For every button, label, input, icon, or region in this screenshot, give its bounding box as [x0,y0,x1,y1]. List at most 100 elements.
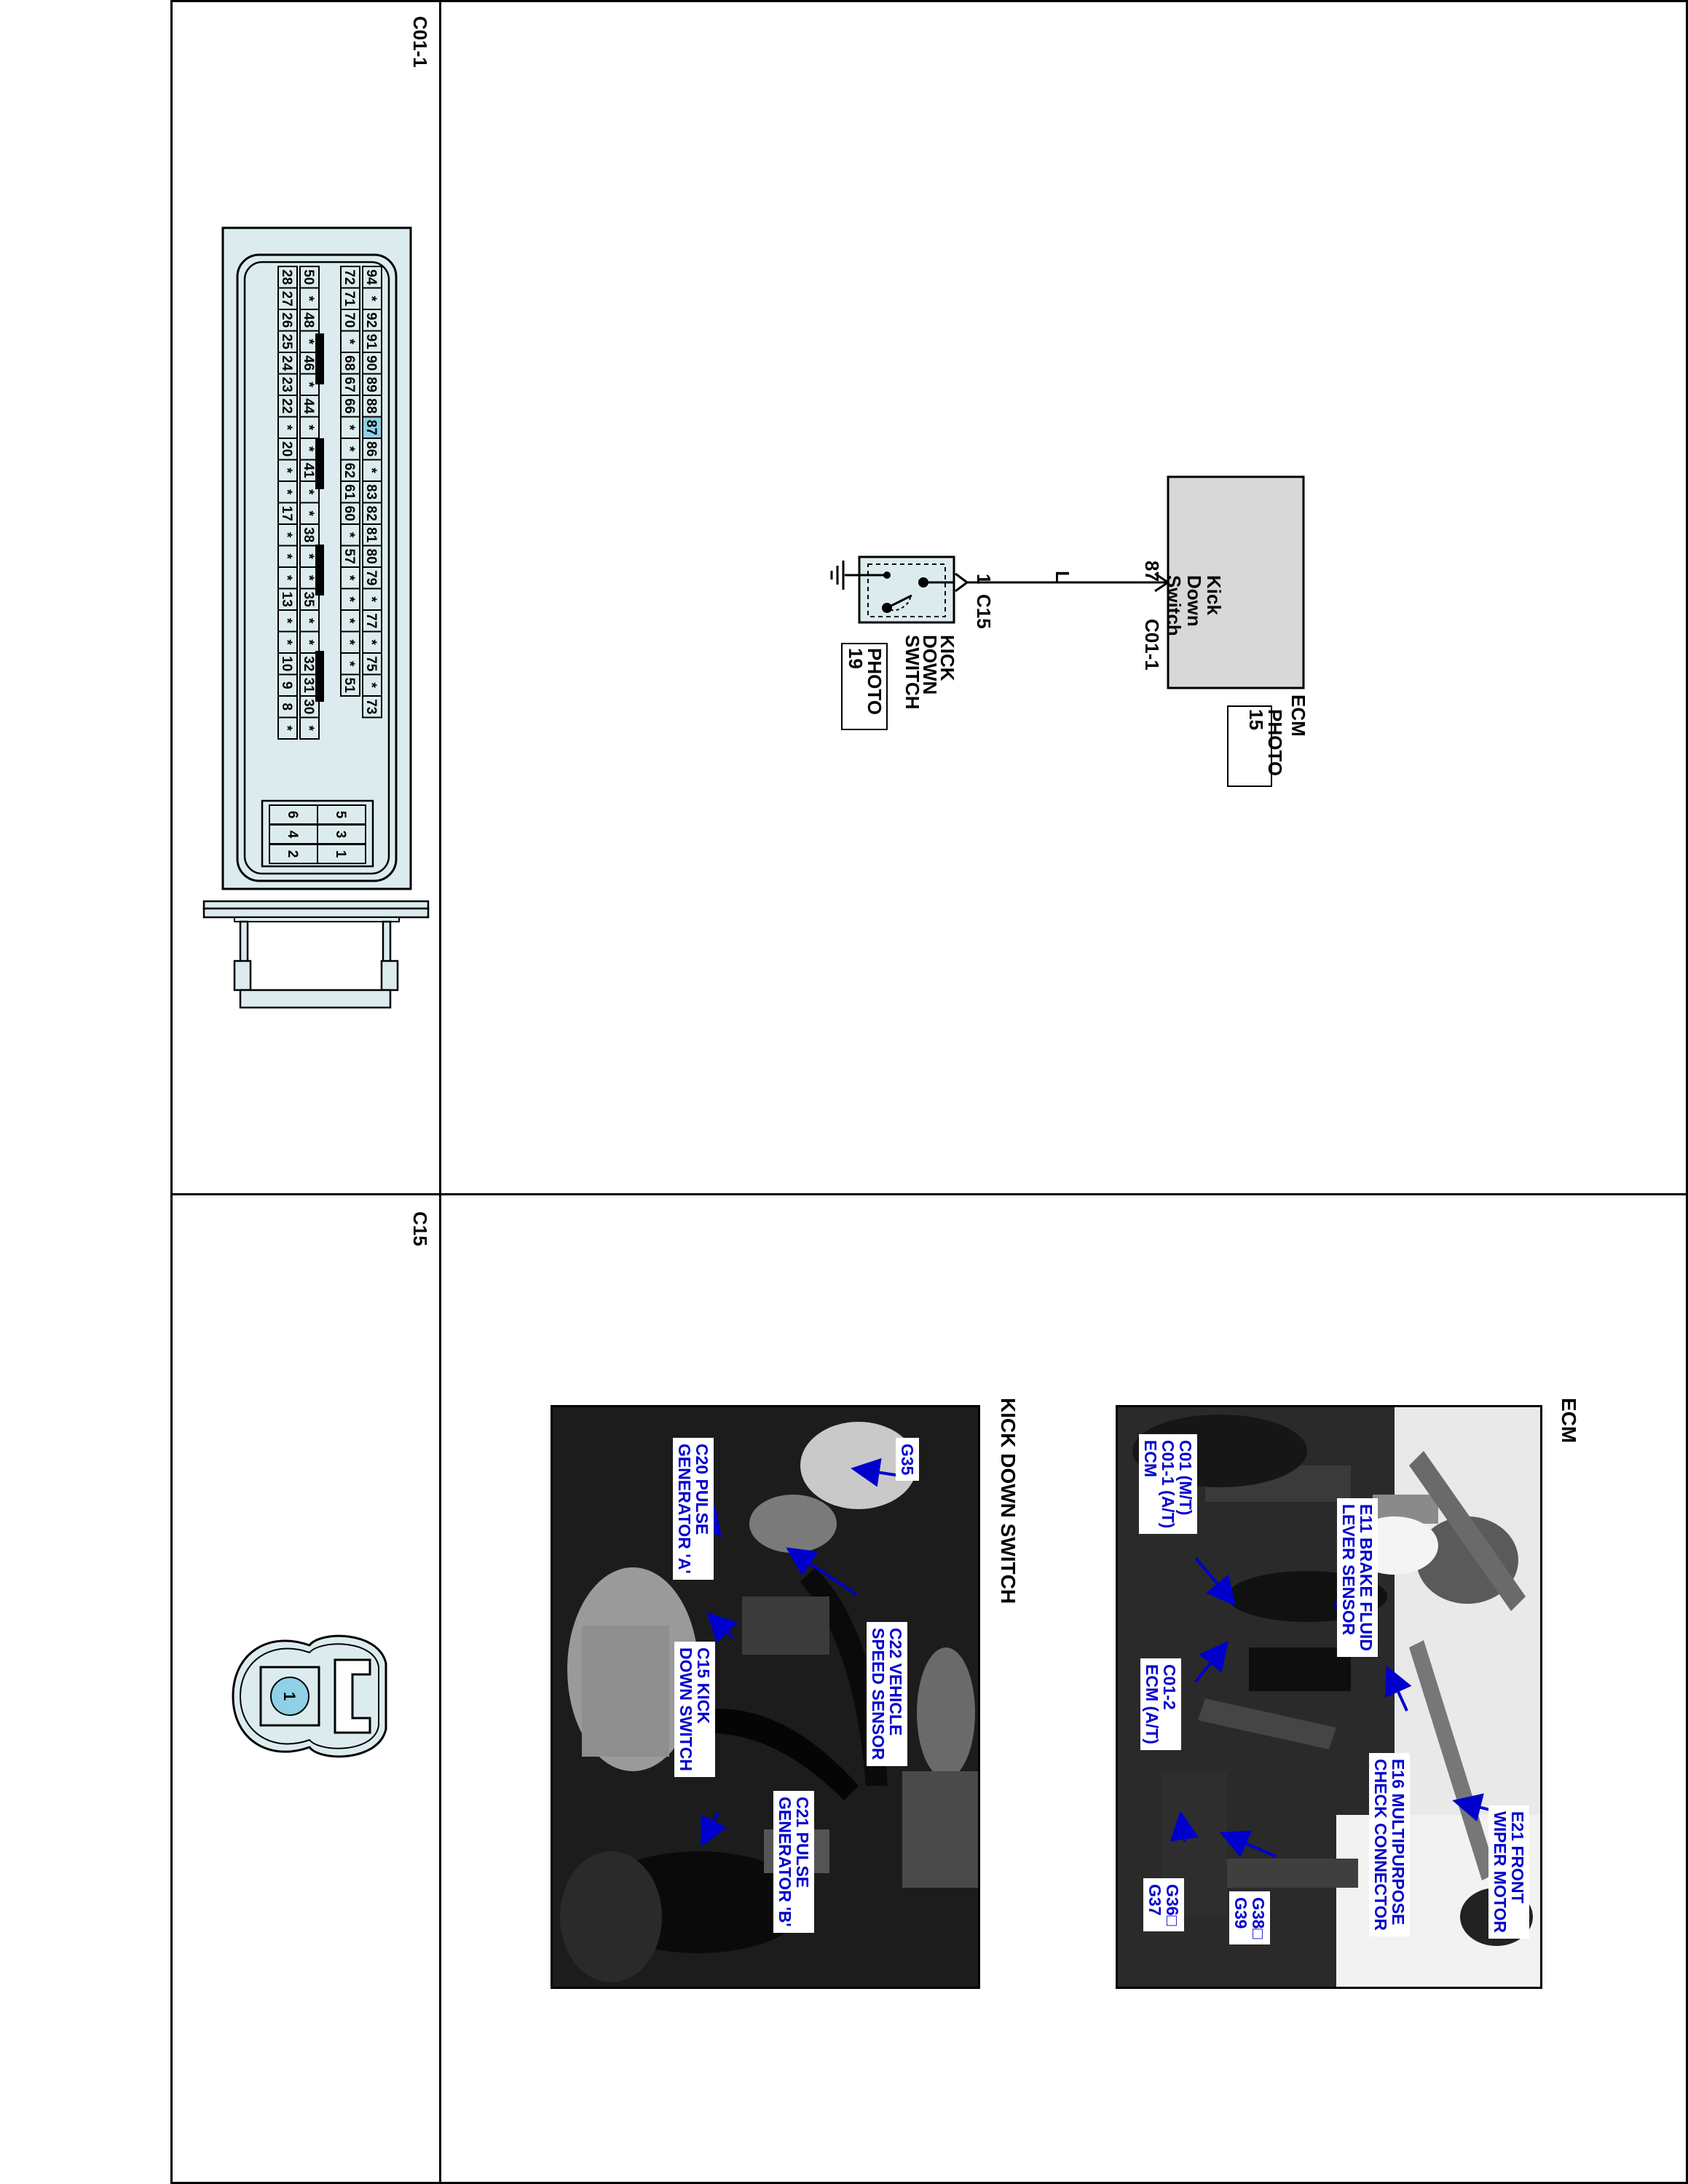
pin-label: * [342,640,357,646]
pin-label: 22 [279,398,294,414]
ecm-photo-title: ECM [1558,1398,1580,1444]
pin-87-label: 87 [1141,561,1163,582]
pin-label: * [342,661,357,667]
pin-label: * [279,532,294,538]
pin-label: * [301,339,316,345]
pin-label: * [279,489,294,495]
pin-label: * [342,597,357,603]
pin-cell [362,395,382,418]
pin-cell [362,480,382,504]
pin-label: * [363,468,379,474]
pin-label: 83 [363,484,379,499]
pin-label: * [279,468,294,474]
switch-photo-ref: PHOTO 19 [845,648,886,715]
pin-cell [277,695,298,719]
pin-label: 62 [342,463,357,478]
pin-label: * [363,640,379,646]
pin-cell [340,330,360,353]
caption-c21: C21 PULSE GENERATOR 'B' [773,1791,814,1933]
pin-label: 92 [363,312,379,328]
pin-cell [340,373,360,396]
caption-g35: G35 [895,1438,919,1481]
ecm-box [1167,475,1305,689]
pin-label: * [301,489,316,495]
c01-1-connector-drawing: 94*92919089888786*8382818079*77*75*73727… [202,226,430,1009]
pin-cell [277,266,298,289]
pin-cell [299,609,320,633]
pin-label: * [301,382,316,388]
pin-label: 94 [363,269,379,285]
pin-label: * [363,683,379,689]
pin-label: 75 [363,656,379,672]
caption-c01-2: C01-2 ECM (A/T) [1140,1658,1181,1750]
pin-cell [277,609,298,633]
pin-label: 17 [279,506,294,521]
pin-cell [340,438,360,461]
c15-connector-label: C15 [409,1211,431,1246]
pin-label: 31 [301,678,316,694]
caption-e21: E21 FRONT WIPER MOTOR [1488,1805,1529,1939]
pin-cell [362,523,382,547]
power-pin-label: 4 [285,831,300,839]
power-pin-label: 1 [333,850,348,858]
pin-label: 82 [363,506,379,521]
pin-cell [277,630,298,654]
pin-label: * [279,640,294,646]
caption-e11: E11 BRAKE FLUID LEVER SENSOR [1336,1498,1378,1657]
power-pin-cell [269,844,318,864]
pin-label: * [342,618,357,624]
pin-cell [340,609,360,633]
pin-cell [277,587,298,611]
pin-label: 68 [342,355,357,371]
pin-label: 60 [342,506,357,521]
wire-color-label: L [1052,571,1073,582]
pin-label: 71 [342,291,357,307]
pin-label: 77 [363,613,379,628]
pin-cell [362,545,382,568]
pin-label: * [301,511,316,517]
pin-label: 28 [279,269,294,285]
pin-label: * [363,597,379,603]
pin-cell [362,330,382,353]
pin-label: 50 [301,269,316,285]
pin-label: * [301,726,316,732]
pin-cell [277,330,298,353]
pin-cell [362,587,382,611]
pin-cell [277,352,298,375]
pin-cell [299,630,320,654]
pin-label: 23 [279,377,294,392]
pin-label: * [279,726,294,732]
pin-label: 35 [301,592,316,608]
power-pin-label: 6 [285,811,300,819]
pin-label: 61 [342,484,357,500]
pin-cell [277,480,298,504]
c01-1-pin-grid: 94*92919089888786*8382818079*77*75*73727… [277,266,382,740]
pin-label: * [342,425,357,431]
ecm-component-label: Kick Down Switch [1163,575,1225,636]
pin-cell [362,287,382,310]
pin-label: 73 [363,699,379,714]
pin-cell [362,695,382,719]
pin-label: * [301,554,316,560]
pin-label: 81 [363,527,379,543]
ecm-title: ECM [1287,695,1309,737]
pin-label: 67 [342,377,357,392]
pin-label: 88 [363,398,379,414]
pin-cell [299,287,320,310]
kick-down-switch-box [858,555,955,624]
pin-label: 87 [363,420,379,435]
pin-label: 46 [301,355,316,371]
kick-photo-title: KICK DOWN SWITCH [997,1398,1019,1605]
pin-label: * [342,532,357,538]
pin-label: 70 [342,312,357,328]
pin-label: 26 [279,312,294,328]
pin-label: 91 [363,334,379,350]
pin-label: * [279,554,294,560]
pin-cell [340,480,360,504]
pin-cell [299,309,320,332]
pin-label: * [279,618,294,624]
pin-label: * [342,339,357,345]
pin-cell [277,716,298,740]
caption-c20: C20 PULSE GENERATOR 'A' [672,1438,714,1580]
pin-label: * [301,425,316,431]
